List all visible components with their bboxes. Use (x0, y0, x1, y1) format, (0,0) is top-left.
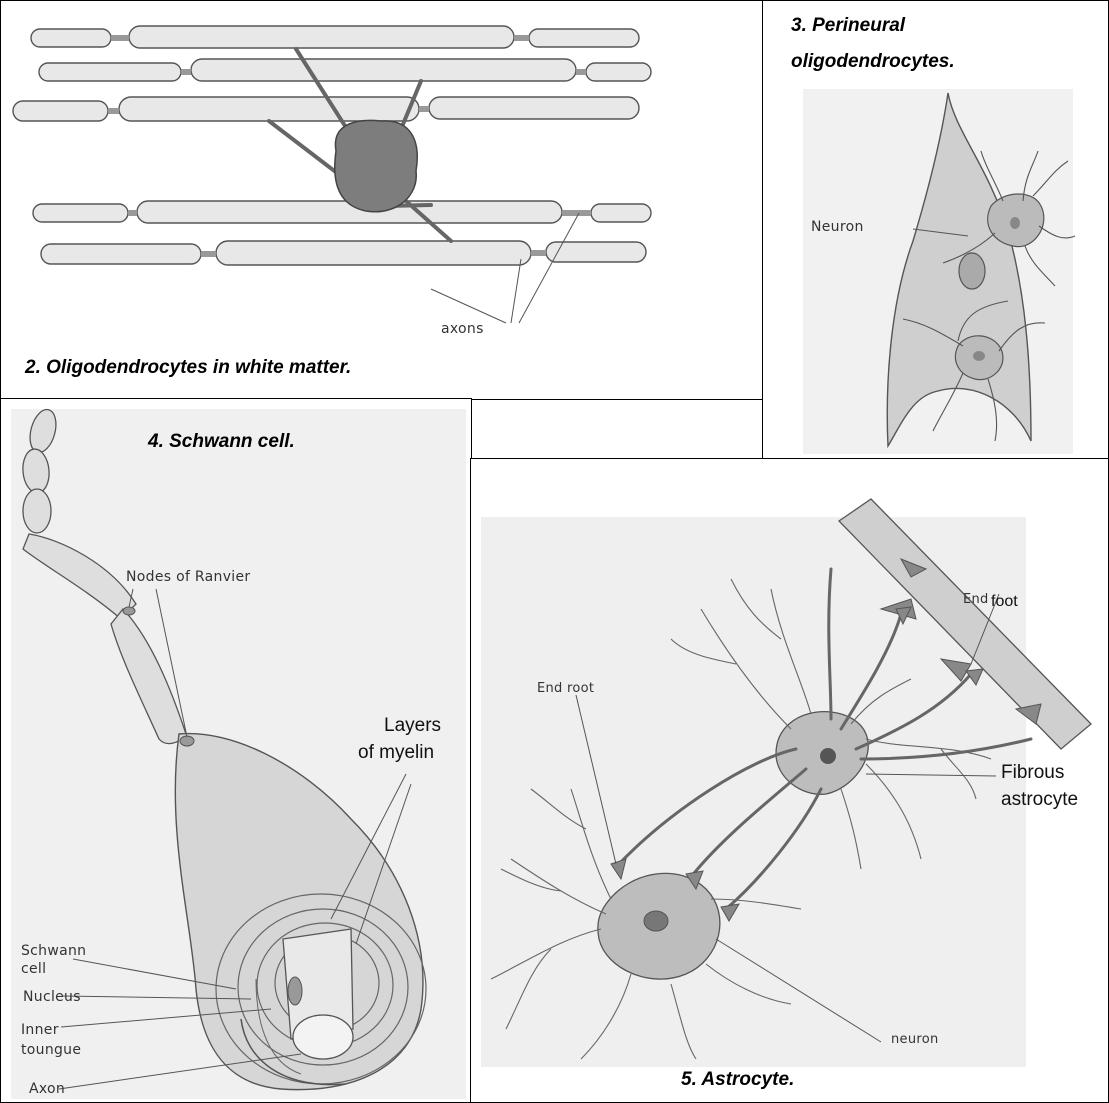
astrocyte-caption: 5. Astrocyte. (681, 1069, 794, 1091)
layers-label-line2: of myelin (358, 742, 434, 764)
end-root-label: End root (537, 681, 594, 696)
axons-label: axons (441, 321, 484, 337)
inner-tongue-label-line1: Inner (21, 1022, 59, 1038)
fibrous-astrocyte-label-line2: astrocyte (1001, 789, 1078, 811)
white-matter-caption: 2. Oligodendrocytes in white matter. (25, 357, 351, 379)
oligodendrocyte-body (335, 120, 417, 211)
fibrous-astrocyte-label-line1: Fibrous (1001, 762, 1064, 784)
panel-white-matter: axons 2. Oligodendrocytes in white matte… (0, 0, 764, 400)
panel-astrocyte: End foot End root Fibrous astrocyte neur… (470, 458, 1109, 1103)
schwann-caption: 4. Schwann cell. (148, 431, 295, 453)
neuron-label: Neuron (811, 219, 864, 235)
panel-schwann: 4. Schwann cell. Nodes of Ranvier Layers… (0, 398, 472, 1103)
nucleus-label: Nucleus (23, 989, 81, 1005)
nodes-of-ranvier-label: Nodes of Ranvier (126, 569, 250, 585)
panel-perineural: 3. Perineural oligodendrocytes. Neuron (762, 0, 1109, 460)
end-foot-label-b: foot (991, 593, 1018, 611)
perineural-caption-line1: 3. Perineural (791, 15, 905, 37)
schwann-cell-label-line1: Schwann (21, 943, 86, 959)
layers-label-line1: Layers (384, 715, 441, 737)
perineural-caption-line2: oligodendrocytes. (791, 51, 955, 73)
neuron-label-astrocyte: neuron (891, 1032, 939, 1047)
end-foot-label-a: End (963, 592, 989, 607)
axon-label: Axon (29, 1081, 65, 1097)
inner-tongue-label-line2: toungue (21, 1042, 81, 1058)
schwann-cell-label-line2: cell (21, 961, 46, 977)
white-matter-illustration (1, 1, 764, 400)
neuron-nucleus (959, 253, 985, 289)
